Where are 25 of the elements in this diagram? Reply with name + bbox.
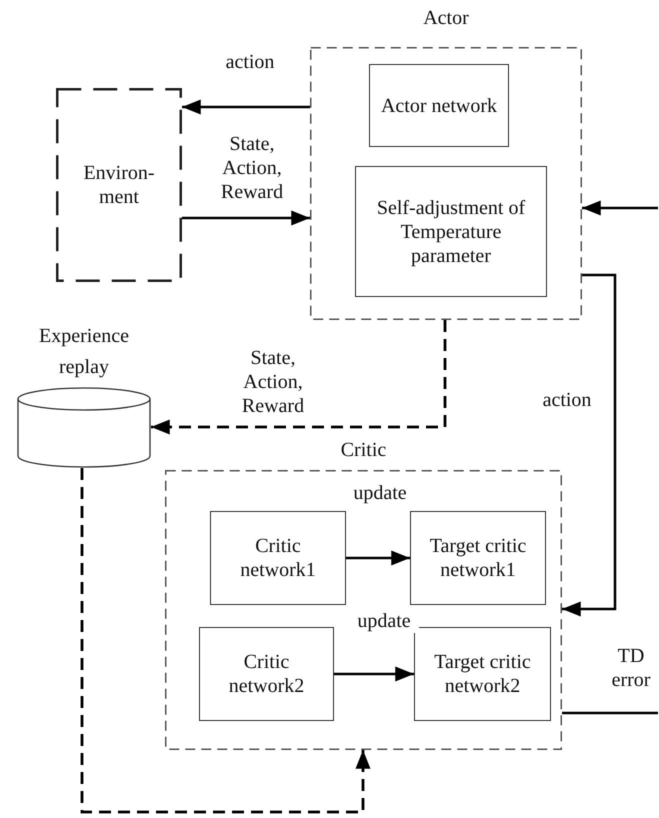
- arrow: [151, 320, 446, 434]
- box-label: Actor network: [380, 94, 498, 118]
- arrow: [80, 468, 370, 814]
- group-title: Critic: [340, 438, 388, 463]
- box-label: Environ- ment: [82, 161, 156, 209]
- network-box: [199, 627, 334, 721]
- box-label: Critic network2: [228, 650, 306, 698]
- network-box: [410, 511, 546, 605]
- network-box: [414, 627, 551, 721]
- group-title: Actor: [422, 6, 470, 31]
- environment-box: [56, 88, 182, 282]
- arrow: [182, 210, 310, 226]
- arrow: [582, 200, 658, 216]
- arrow: [346, 550, 410, 566]
- box-label: Target critic network2: [433, 650, 532, 698]
- box-label: Target critic network1: [428, 534, 528, 582]
- group-title: Experience replay: [38, 324, 130, 380]
- network-box: [210, 511, 346, 605]
- box-label: Critic network1: [239, 534, 317, 582]
- arrow: [182, 100, 310, 114]
- arrow: [334, 666, 414, 682]
- box-label: Self-adjustment of Temperature parameter: [376, 196, 526, 268]
- network-box: [369, 64, 509, 147]
- arrow: [562, 274, 616, 616]
- network-box: [355, 166, 547, 297]
